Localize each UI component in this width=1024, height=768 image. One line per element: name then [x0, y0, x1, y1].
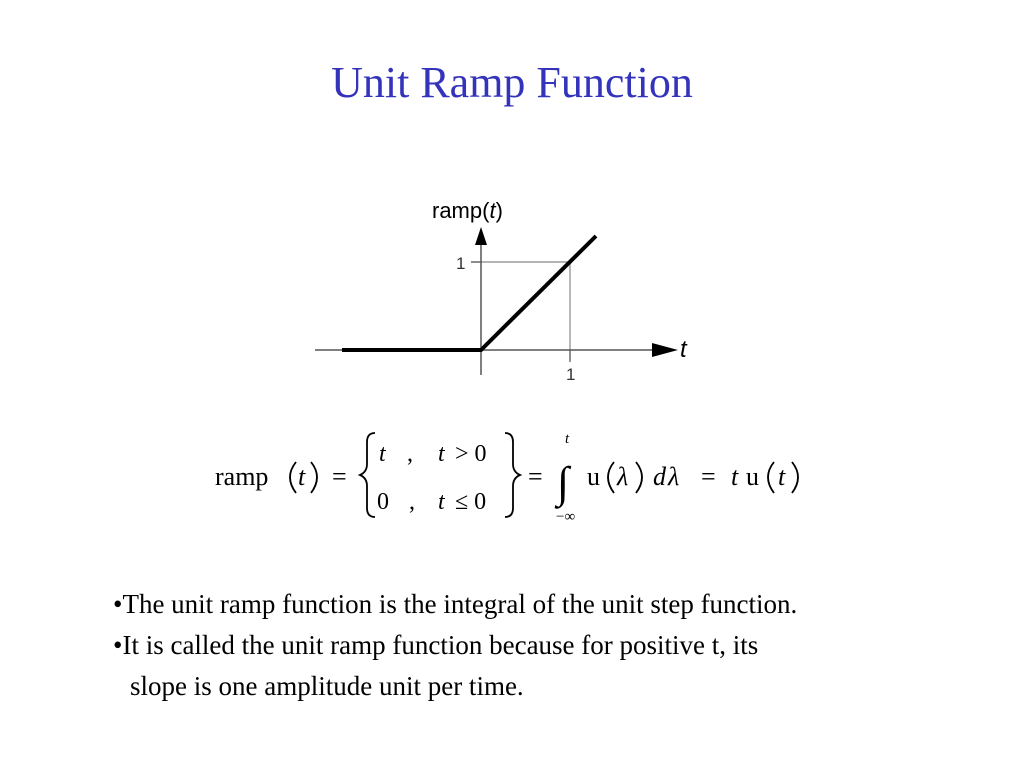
formula-lhs-paren-open: [289, 461, 297, 494]
bullet-item-2-continuation: slope is one amplitude unit per time.: [130, 671, 524, 701]
x-axis-label: t: [680, 336, 688, 363]
formula-int-upper: t: [565, 431, 570, 447]
bullet-item-2: •It is called the unit ramp function bec…: [113, 630, 759, 660]
formula-rhs-arg: t: [778, 462, 786, 491]
formula-rhs-fn: u: [746, 462, 759, 491]
formula-int-sign: ∫: [554, 458, 572, 509]
formula-int-lower: −∞: [556, 509, 575, 525]
formula-case2-cond: ≤ 0: [455, 489, 486, 515]
x-tick-label: 1: [566, 365, 575, 384]
formula-case1-val: t: [379, 441, 387, 467]
formula-case1-comma: ,: [407, 441, 413, 467]
formula-rhs-paren-close: [791, 461, 799, 494]
formula-eq1: =: [332, 462, 347, 491]
formula-case2-comma: ,: [409, 489, 415, 515]
formula-rhs-paren-open: [767, 461, 775, 494]
formula-integrand-fn: u: [587, 462, 600, 491]
formula-lhs-paren-close: [310, 461, 318, 494]
formula-rhs-var: t: [731, 462, 739, 491]
formula-diff: d: [653, 462, 667, 491]
y-axis-label: ramp(t): [432, 198, 503, 223]
formula-left-brace: [357, 432, 376, 518]
formula-eq2: =: [528, 462, 543, 491]
formula-integrand-paren-open: [607, 461, 615, 494]
bullet-item-1: •The unit ramp function is the integral …: [113, 589, 798, 619]
formula-right-brace: [504, 432, 523, 518]
ramp-curve: [342, 234, 598, 352]
formula-diff-var: λ: [667, 462, 679, 491]
formula-case2-cond-var: t: [438, 489, 446, 515]
bullet-list: •The unit ramp function is the integral …: [113, 584, 1013, 707]
formula-lhs-fn: ramp: [215, 462, 268, 491]
formula-integrand-paren-close: [635, 461, 643, 494]
formula-case1-cond-var: t: [438, 441, 446, 467]
formula-case2-val: 0: [377, 489, 389, 515]
formula-integrand-var: λ: [616, 462, 628, 491]
formula-eq3: =: [701, 462, 716, 491]
ramp-formula: ramp t = t , t > 0 0 , t ≤ 0 = t ∫ −∞ u …: [215, 431, 799, 525]
ramp-graph: ramp(t) t 1 1: [315, 198, 688, 384]
x-axis-arrow: [652, 343, 678, 357]
formula-case1-cond: > 0: [455, 441, 487, 467]
y-axis-arrow: [475, 227, 487, 245]
y-tick-label: 1: [456, 254, 465, 273]
slide-title: Unit Ramp Function: [331, 58, 693, 107]
formula-lhs-var: t: [298, 462, 306, 491]
